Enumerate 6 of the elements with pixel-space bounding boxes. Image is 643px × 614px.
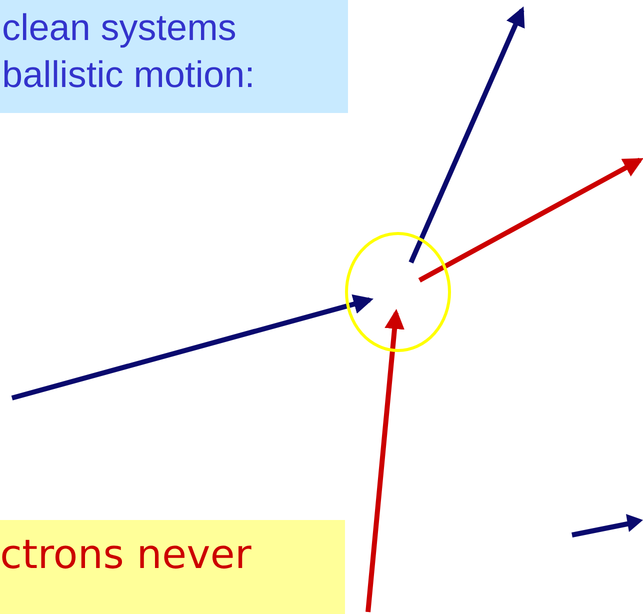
note-box: ctrons never <box>0 520 345 614</box>
arrow <box>418 158 643 282</box>
arrow <box>11 294 374 400</box>
arrow <box>366 308 404 612</box>
arrow <box>408 6 525 264</box>
note-box: clean systems ballistic motion: <box>0 0 348 113</box>
